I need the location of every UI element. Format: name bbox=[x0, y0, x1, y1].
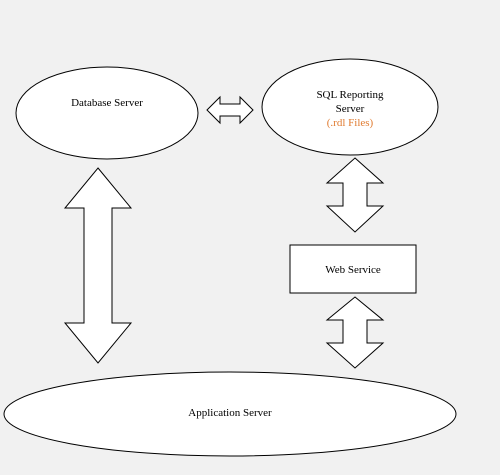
application-server-label: Application Server bbox=[188, 407, 272, 419]
sql-reporting-label-line1: SQL Reporting bbox=[316, 89, 384, 101]
database-server-label: Database Server bbox=[71, 97, 143, 109]
web-to-app-arrow bbox=[325, 296, 385, 369]
sql-to-web-arrow bbox=[325, 157, 385, 233]
sql-reporting-server-node: SQL Reporting Server (.rdl Files) bbox=[261, 58, 439, 156]
sql-reporting-label-line3: (.rdl Files) bbox=[327, 117, 374, 129]
sql-reporting-label-line2: Server bbox=[336, 103, 365, 115]
database-server-node: Database Server bbox=[15, 66, 199, 160]
web-service-label: Web Service bbox=[325, 264, 381, 276]
application-server-node: Application Server bbox=[3, 371, 457, 457]
db-to-sql-arrow bbox=[206, 95, 254, 125]
db-to-app-arrow bbox=[63, 167, 133, 364]
web-service-node: Web Service bbox=[289, 244, 417, 294]
